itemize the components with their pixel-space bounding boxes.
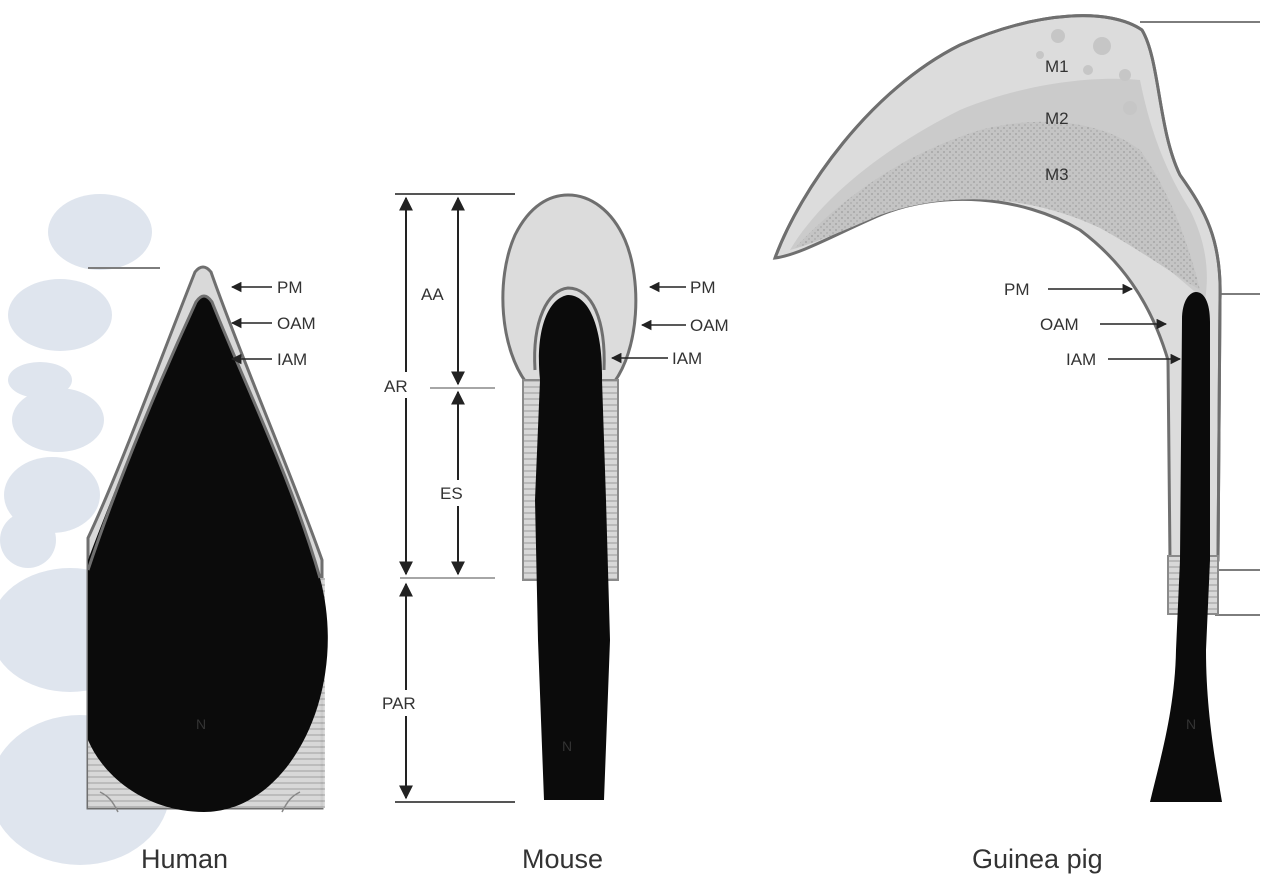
guinea-pig-m1-label: M1 [1045, 57, 1069, 76]
human-nucleus-label: N [196, 716, 206, 732]
guinea-pig-pm-label: PM [1004, 280, 1030, 299]
human-oam-label: OAM [277, 314, 316, 333]
mouse-nucleus-label: N [562, 738, 572, 754]
mouse-iam-label: IAM [672, 349, 702, 368]
human-pm-label: PM [277, 278, 303, 297]
mouse-ar-label: AR [384, 377, 408, 396]
caption-guinea-pig: Guinea pig [972, 844, 1103, 874]
mouse-sperm-head: AA AR ES PAR N PM OAM IAM [378, 194, 729, 802]
mouse-par-label: PAR [382, 694, 416, 713]
guinea-pig-iam-label: IAM [1066, 350, 1096, 369]
mouse-nucleus [535, 295, 610, 800]
mouse-aa-label: AA [421, 285, 444, 304]
guinea-pig-oam-label: OAM [1040, 315, 1079, 334]
human-iam-label: IAM [277, 350, 307, 369]
guinea-pig-nucleus-label: N [1186, 716, 1196, 732]
mouse-pm-label: PM [690, 278, 716, 297]
caption-mouse: Mouse [522, 844, 603, 874]
human-nucleus [88, 296, 328, 812]
human-sperm-head: N PM OAM IAM [88, 267, 328, 812]
guinea-pig-sperm-head: N M1 M2 M3 PM OAM IAM [775, 16, 1260, 802]
mouse-es-label: ES [440, 484, 463, 503]
mouse-oam-label: OAM [690, 316, 729, 335]
guinea-pig-m3-label: M3 [1045, 165, 1069, 184]
guinea-pig-m2-label: M2 [1045, 109, 1069, 128]
caption-human: Human [141, 844, 228, 874]
